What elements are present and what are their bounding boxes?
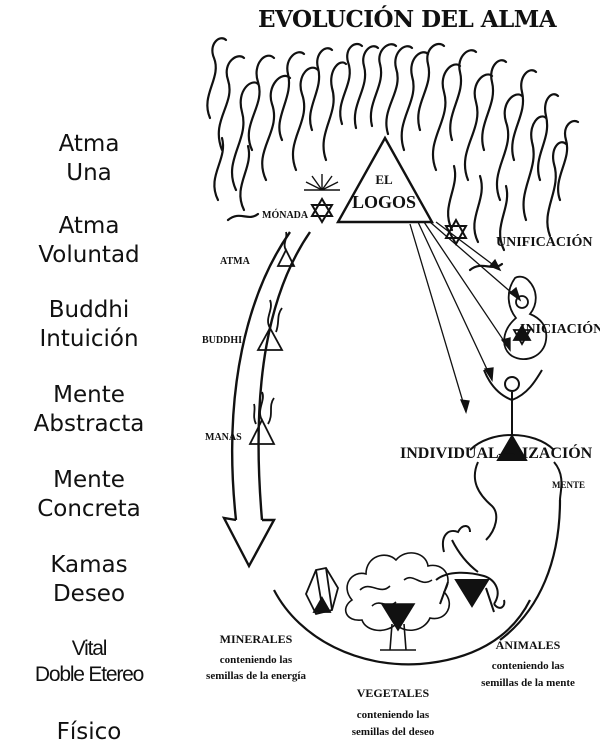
plane-line: Concreta xyxy=(37,496,141,522)
iniciacion-label: INICIACIÓN xyxy=(520,320,600,337)
goat-icon xyxy=(435,525,506,613)
minerales-line1: conteniendo las xyxy=(220,654,293,666)
individual-label: INDIVIDUAL— xyxy=(400,445,516,462)
plane-line: Vital xyxy=(71,637,108,660)
atma-flame-icon xyxy=(276,231,296,267)
monada-label: MÓNADA xyxy=(262,209,309,221)
logos-triangle-icon: EL LOGOS xyxy=(335,135,435,224)
plane-line: Atma xyxy=(58,213,120,239)
animales-title: ANIMALES xyxy=(496,638,561,652)
plane-line: Buddhi xyxy=(48,297,130,323)
tree-icon xyxy=(344,552,450,651)
crystal-icon xyxy=(305,566,339,616)
atma-label: ATMA xyxy=(220,256,251,267)
individualization-figure-icon xyxy=(469,369,563,541)
plane-line: Intuición xyxy=(39,326,139,352)
diagram-title: EVOLUCIÓN DEL ALMA xyxy=(258,6,558,33)
descending-arrow-icon xyxy=(221,231,311,569)
plane-line: Mente xyxy=(53,382,125,408)
mente-label: MENTE xyxy=(552,480,585,490)
animales-line2: semillas de la mente xyxy=(481,677,575,689)
plane-line: Deseo xyxy=(52,581,126,607)
monad-star-icon xyxy=(304,174,340,224)
plane-line: Atma xyxy=(58,131,120,157)
plane-line: Kamas xyxy=(50,552,128,578)
unification-star-icon xyxy=(444,217,468,247)
logos-line1: EL xyxy=(375,172,393,187)
plane-line: Físico xyxy=(56,719,122,745)
plane-label-atma-una: Atma Una xyxy=(0,130,178,188)
plane-line: Una xyxy=(66,160,112,186)
manas-flame-icon xyxy=(248,391,276,445)
vegetales-line1: conteniendo las xyxy=(357,709,430,721)
plane-label-buddhi: Buddhi Intuición xyxy=(0,296,178,354)
plane-line: Mente xyxy=(53,467,125,493)
plane-label-fisico: Físico xyxy=(0,718,178,747)
plane-line: Voluntad xyxy=(38,242,140,268)
plane-label-vital: Vital Doble Etereo xyxy=(0,636,178,688)
plane-label-mente-concreta: Mente Concreta xyxy=(0,466,178,524)
plane-line: Abstracta xyxy=(33,411,145,437)
minerales-title: MINERALES xyxy=(220,632,293,646)
buddhi-label: BUDDHI xyxy=(202,335,242,346)
minerales-line2: semillas de la energía xyxy=(206,670,306,682)
buddhi-flame-icon xyxy=(256,299,284,351)
plane-label-atma-voluntad: Atma Voluntad xyxy=(0,212,178,270)
descent-rays-icon xyxy=(409,221,522,414)
manas-label: MANAS xyxy=(205,432,242,443)
evolution-arc-icon xyxy=(273,499,562,666)
initiation-figure-icon xyxy=(503,275,548,361)
logos-line2: LOGOS xyxy=(352,192,416,212)
izacion-label: IZACIÓN xyxy=(522,443,593,462)
unificacion-label: UNIFICACIÓN xyxy=(496,233,592,250)
vegetales-line2: semillas del deseo xyxy=(352,726,435,738)
flames-icon xyxy=(206,37,580,272)
vegetales-title: VEGETALES xyxy=(357,686,430,700)
plane-label-mente-abstracta: Mente Abstracta xyxy=(0,381,178,439)
animales-line1: conteniendo las xyxy=(492,660,565,672)
plane-line: Doble Etereo xyxy=(34,663,144,686)
plane-label-kamas: Kamas Deseo xyxy=(0,551,178,609)
